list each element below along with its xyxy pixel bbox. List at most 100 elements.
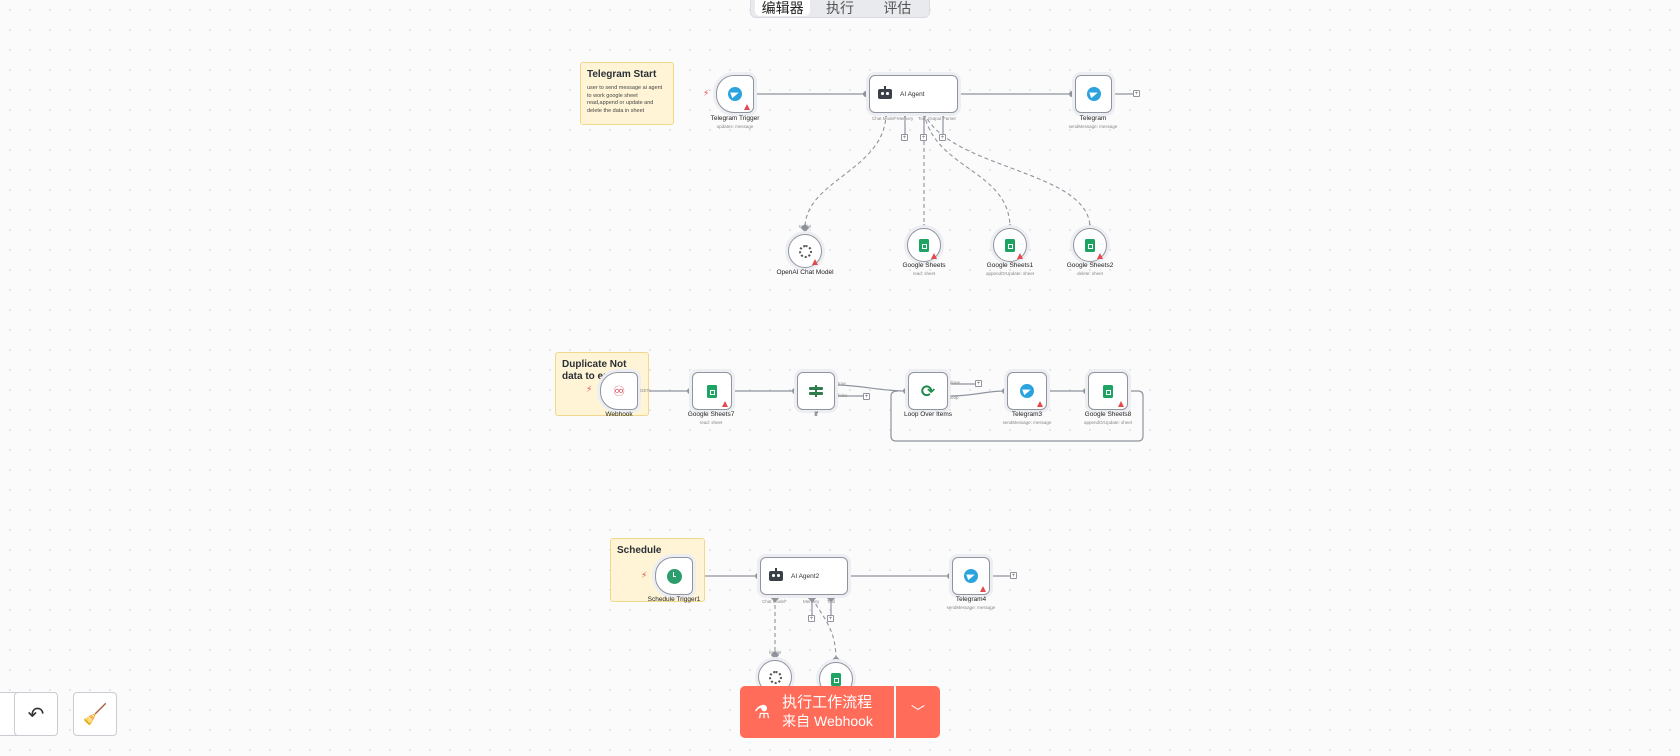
execute-dropdown-button[interactable]: ﹀ xyxy=(896,686,940,738)
port-label-tool: Tool xyxy=(827,599,836,604)
node-if[interactable] xyxy=(797,372,835,410)
telegram-icon xyxy=(1020,384,1034,398)
node-loop-over-items[interactable]: ⟳ xyxy=(908,372,948,410)
google-sheets-icon xyxy=(1085,238,1095,252)
port-label-get: GET xyxy=(640,388,650,393)
node-label-telegram-trigger: Telegram Trigger updates: message xyxy=(710,115,760,129)
port-label-output-parser: Output Parser xyxy=(928,116,957,121)
google-sheets-icon xyxy=(1103,384,1113,398)
sticky-title: Duplicate Not data to enter. xyxy=(562,359,627,382)
loop-icon: ⟳ xyxy=(920,381,936,401)
broom-icon: 🧹 xyxy=(82,703,108,726)
openai-icon xyxy=(768,670,782,684)
google-sheets-icon xyxy=(831,672,841,686)
node-webhook[interactable]: ♾ xyxy=(600,372,638,410)
telegram-icon xyxy=(1086,87,1101,101)
port-label-tool: Tool xyxy=(918,116,927,121)
warning-icon xyxy=(1118,401,1124,407)
add-memory-button[interactable]: + xyxy=(808,615,815,622)
warning-icon xyxy=(744,104,750,110)
trigger-bolt-icon: ⚡ xyxy=(586,384,593,394)
undo-button[interactable]: ↶ xyxy=(14,692,58,736)
node-label-telegram3: Telegram3 sendMessage: message xyxy=(1002,411,1052,425)
clock-icon xyxy=(666,568,682,584)
warning-icon xyxy=(1017,253,1023,259)
node-label-google-sheets8: Google Sheets8 appendOrUpdate: sheet xyxy=(1083,411,1133,425)
node-telegram3[interactable] xyxy=(1007,372,1047,410)
node-label-google-sheets: Google Sheets read: sheet xyxy=(902,262,946,276)
edge-gs2-agent xyxy=(923,112,1091,229)
warning-icon xyxy=(812,259,818,265)
node-openai-chat-model[interactable] xyxy=(788,234,822,268)
port-label-loop: loop xyxy=(950,395,959,400)
openai-icon xyxy=(798,244,812,258)
warning-icon xyxy=(722,401,728,407)
add-node-button[interactable]: + xyxy=(1133,90,1140,97)
warning-icon xyxy=(980,586,986,592)
tab-executions[interactable]: 执行 xyxy=(825,0,854,16)
view-tabs: 编辑器 执行 评估 xyxy=(750,0,930,18)
port-label-done: done xyxy=(950,380,961,385)
port-label-model: Model xyxy=(769,650,782,655)
sticky-text: user to send message ai agent to work go… xyxy=(587,85,663,114)
execute-workflow-button[interactable]: ⚗ 执行工作流程 来自 Webhook xyxy=(740,686,894,738)
port-label-model: Model xyxy=(799,224,812,229)
flask-icon: ⚗ xyxy=(754,701,771,722)
port-label-true: true xyxy=(838,381,846,386)
add-done-branch-button[interactable]: + xyxy=(975,380,982,387)
sticky-title: Telegram Start xyxy=(587,69,657,80)
warning-icon xyxy=(1037,401,1043,407)
node-telegram-trigger[interactable] xyxy=(716,75,754,113)
sticky-note-telegram-start[interactable]: Telegram Start user to send message ai a… xyxy=(580,62,674,125)
add-tool-button[interactable]: + xyxy=(920,134,927,141)
add-false-branch-button[interactable]: + xyxy=(863,393,870,400)
port-label-chat-model: Chat Model* xyxy=(762,599,787,604)
node-schedule-trigger[interactable] xyxy=(655,557,693,595)
node-google-sheets1[interactable] xyxy=(993,228,1027,262)
google-sheets-icon xyxy=(919,238,929,252)
node-google-sheets2[interactable] xyxy=(1073,228,1107,262)
port-label-memory: Memory xyxy=(803,599,820,604)
node-label-google-sheets2: Google Sheets2 delete: sheet xyxy=(1066,262,1114,276)
node-label-telegram: Telegram sendMessage: message xyxy=(1068,115,1118,129)
port-label-memory: Memory xyxy=(897,116,914,121)
node-telegram4[interactable] xyxy=(952,557,990,595)
add-parser-button[interactable]: + xyxy=(939,134,946,141)
node-title: AI Agent2 xyxy=(791,572,820,580)
edge-openai-agent xyxy=(804,112,887,229)
warning-icon xyxy=(931,253,937,259)
trigger-bolt-icon: ⚡ xyxy=(641,570,648,580)
node-label-google-sheets1: Google Sheets1 appendOrUpdate: sheet xyxy=(985,262,1035,276)
warning-icon xyxy=(1097,253,1103,259)
webhook-icon: ♾ xyxy=(612,383,626,399)
node-ai-agent[interactable]: AI Agent xyxy=(869,75,958,113)
tab-evaluations[interactable]: 评估 xyxy=(883,0,912,16)
node-ai-agent2[interactable]: AI Agent2 xyxy=(760,557,848,595)
google-sheets-icon xyxy=(707,384,717,398)
sticky-title: Schedule xyxy=(617,545,662,556)
trigger-bolt-icon: ⚡ xyxy=(703,88,710,98)
branch-icon xyxy=(808,385,824,397)
telegram-icon xyxy=(964,569,978,583)
clear-execution-button[interactable]: 🧹 xyxy=(73,692,117,736)
node-label-if: If xyxy=(814,411,818,418)
execute-workflow-label: 执行工作流程 来自 Webhook xyxy=(782,694,873,729)
robot-icon xyxy=(769,568,783,581)
node-google-sheets[interactable] xyxy=(907,228,941,262)
node-google-sheets7[interactable] xyxy=(692,372,732,410)
chevron-down-icon: ﹀ xyxy=(911,704,925,720)
port-label-chat-model: Chat Model* xyxy=(872,116,897,121)
robot-icon xyxy=(878,86,892,99)
add-memory-button[interactable]: + xyxy=(901,134,908,141)
node-label-schedule: Schedule Trigger1 xyxy=(647,596,701,603)
add-tool-button[interactable]: + xyxy=(827,615,834,622)
edge-gs-agent2 xyxy=(811,597,837,661)
add-node-button[interactable]: + xyxy=(1010,572,1017,579)
undo-icon: ↶ xyxy=(27,703,45,726)
tab-editor[interactable]: 编辑器 xyxy=(755,0,811,16)
node-telegram[interactable] xyxy=(1075,75,1112,113)
node-title: AI Agent xyxy=(900,90,925,98)
node-google-sheets8[interactable] xyxy=(1088,372,1128,410)
port-label-false: false xyxy=(838,393,848,398)
